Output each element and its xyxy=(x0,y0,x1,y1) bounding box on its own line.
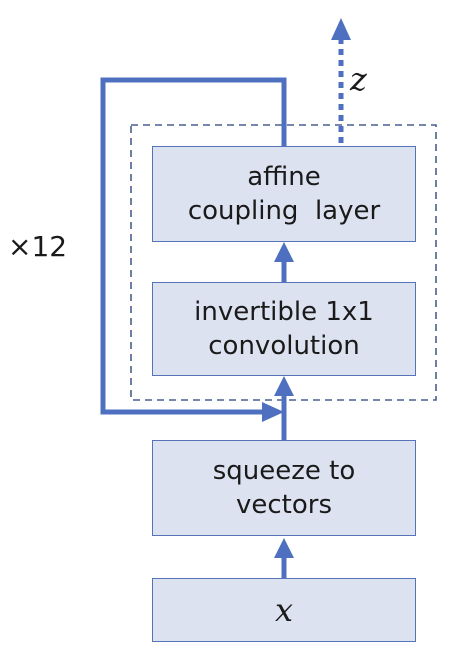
loop-back-arrow xyxy=(100,77,287,415)
invertible-label-line-2: convolution xyxy=(208,331,360,361)
output-z-label: z xyxy=(350,60,367,98)
arrowhead-invertible-to-affine xyxy=(274,242,294,262)
arrowhead-x-to-squeeze xyxy=(274,538,294,558)
squeeze-label-line-1: squeeze to xyxy=(212,456,356,486)
loop-back-arrowhead xyxy=(262,402,284,422)
affine-label-line-2: coupling layer xyxy=(187,196,381,226)
input-x-box: x xyxy=(152,578,416,642)
affine-coupling-layer-box: affine coupling layer xyxy=(152,146,416,242)
input-x-label: x xyxy=(274,591,294,629)
arrowhead-output-z xyxy=(331,18,351,40)
repeat-count-label: ×12 xyxy=(8,230,68,263)
squeeze-to-vectors-box: squeeze to vectors xyxy=(152,440,416,536)
invertible-label-line-1: invertible 1x1 xyxy=(194,297,374,327)
invertible-convolution-box: invertible 1x1 convolution xyxy=(152,282,416,376)
affine-label-line-1: affine xyxy=(247,162,321,192)
squeeze-label-line-2: vectors xyxy=(235,490,332,520)
arrowhead-squeeze-to-invertible xyxy=(274,376,294,396)
